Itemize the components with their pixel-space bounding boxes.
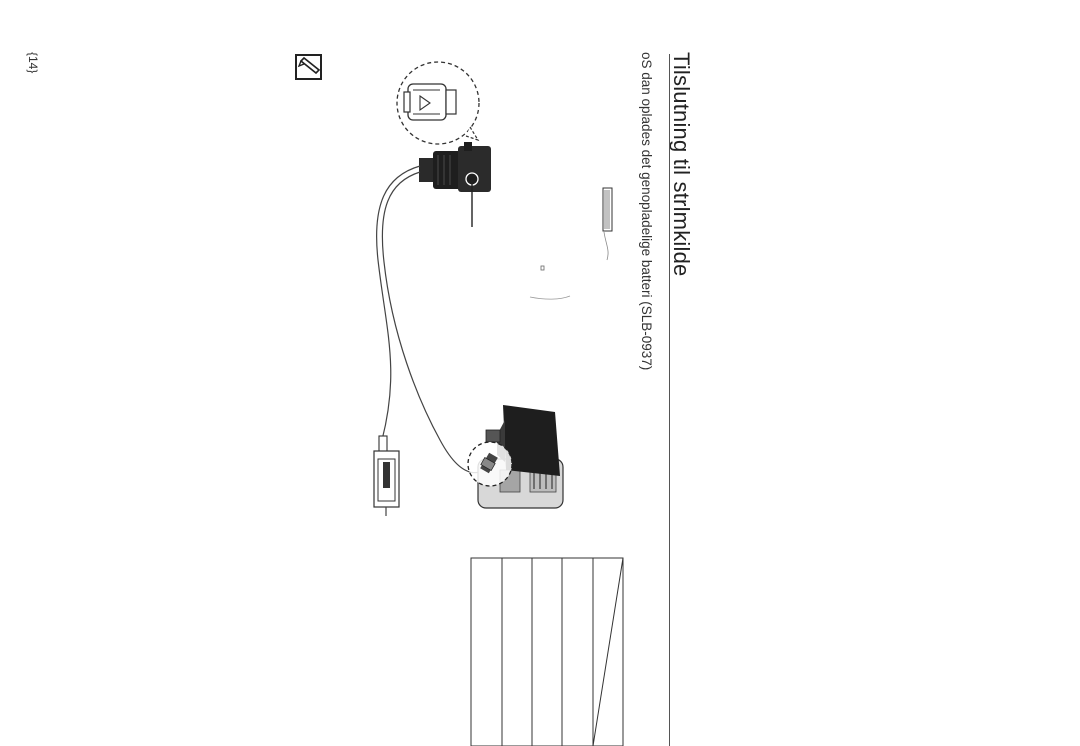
empty-table	[470, 557, 624, 746]
computer-illustration	[467, 405, 564, 509]
header-rule	[669, 54, 670, 746]
cable-plug	[419, 142, 491, 227]
note-pencil-icon	[295, 54, 322, 80]
usb-cable	[375, 165, 486, 474]
connector-detail-bubble	[396, 61, 480, 145]
battery-sketch	[529, 187, 613, 300]
usb-connector	[373, 435, 400, 516]
